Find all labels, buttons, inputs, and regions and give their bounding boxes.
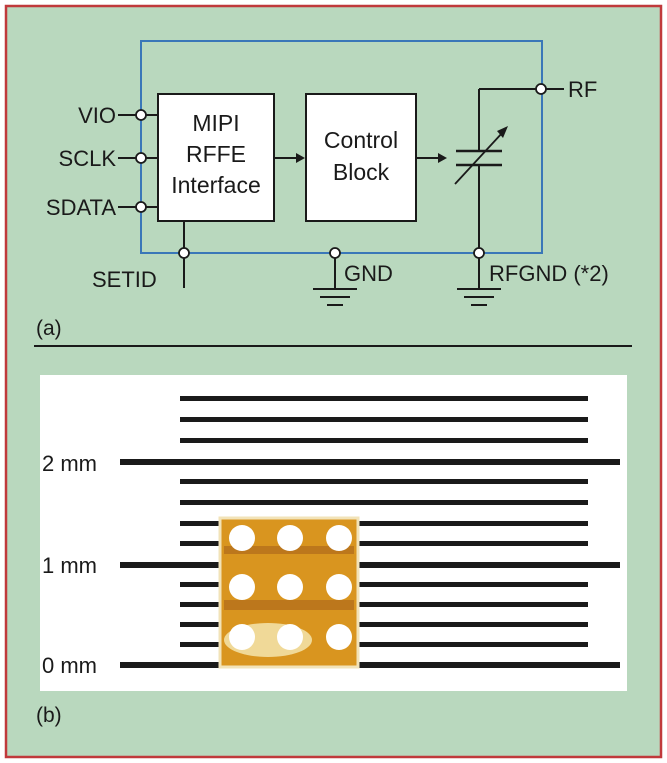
sdata-label: SDATA xyxy=(46,195,116,220)
setid-label: SETID xyxy=(92,267,157,292)
solder-bump xyxy=(326,624,352,650)
scale-ruler-lines xyxy=(120,396,620,668)
scale-label-1mm: 1 mm xyxy=(42,553,97,578)
control-label-line1: Control xyxy=(324,127,398,153)
solder-bump xyxy=(277,525,303,551)
chip-boundary xyxy=(140,40,543,254)
vio-label: VIO xyxy=(78,103,116,128)
scale-label-0mm: 0 mm xyxy=(42,653,97,678)
rf-label: RF xyxy=(568,77,597,102)
solder-bump xyxy=(326,525,352,551)
pin-sdata xyxy=(118,201,158,213)
sclk-label: SCLK xyxy=(59,146,117,171)
solder-bump xyxy=(229,624,255,650)
pin-setid xyxy=(178,221,190,288)
panel-b-caption: (b) xyxy=(36,704,62,727)
gnd-label: GND xyxy=(344,261,393,286)
pin-rfgnd xyxy=(457,247,501,306)
mipi-label-line2: RFFE xyxy=(186,141,246,167)
mipi-rffe-block xyxy=(157,93,275,222)
pin-gnd xyxy=(313,247,357,306)
scale-label-2mm: 2 mm xyxy=(42,451,97,476)
solder-bump xyxy=(229,525,255,551)
solder-bump xyxy=(277,624,303,650)
panel-a-caption: (a) xyxy=(36,317,62,340)
control-block xyxy=(305,93,417,222)
mipi-to-control-arrowhead xyxy=(296,153,305,163)
pin-sclk xyxy=(118,152,158,164)
panel-b: 2 mm 1 mm 0 mm (b) xyxy=(36,375,627,727)
mipi-label-line3: Interface xyxy=(171,172,261,198)
pin-vio xyxy=(118,109,158,121)
mipi-label-line1: MIPI xyxy=(192,110,239,136)
control-to-cap-arrowhead xyxy=(438,153,447,163)
control-label-line2: Block xyxy=(333,159,390,185)
chip-photo xyxy=(218,516,360,669)
pin-rf xyxy=(535,83,564,95)
rfgnd-label: RFGND (*2) xyxy=(489,261,609,286)
panel-a: MIPI RFFE Interface Control Block VIO xyxy=(36,40,609,340)
variable-capacitor xyxy=(454,88,541,253)
solder-bump xyxy=(277,574,303,600)
solder-bump xyxy=(326,574,352,600)
solder-bump xyxy=(229,574,255,600)
